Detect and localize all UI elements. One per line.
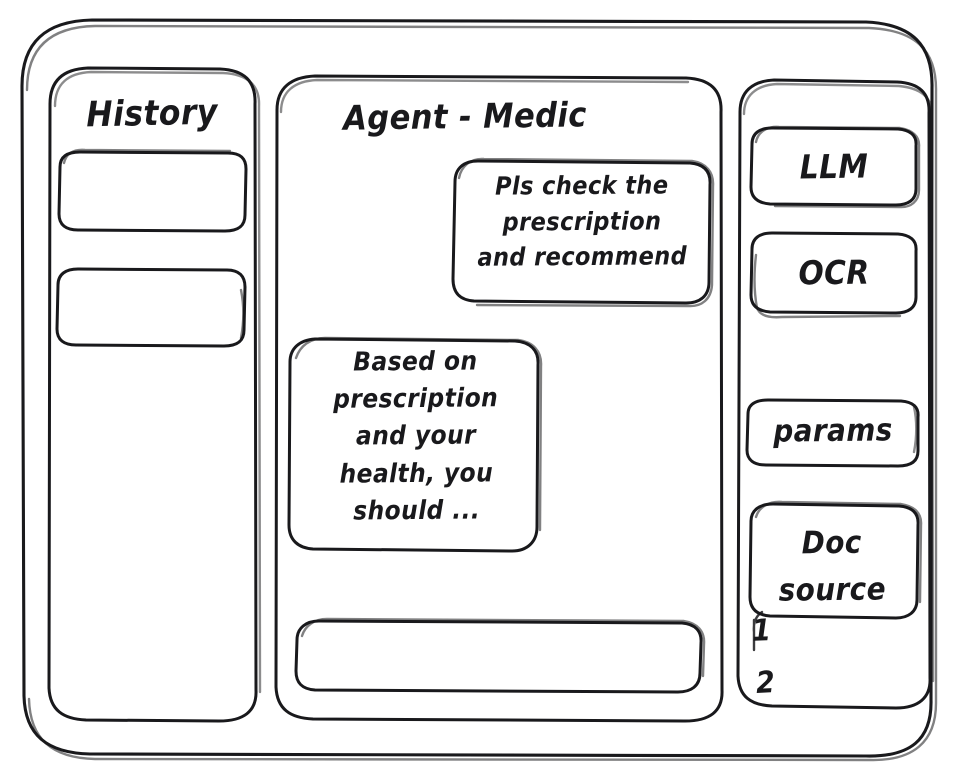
doc-source-item-2[interactable]: 2: [755, 665, 777, 702]
doc-source-outline: [748, 500, 923, 652]
history-panel-title: History: [85, 92, 219, 136]
history-item-1[interactable]: [59, 152, 246, 231]
composer-input[interactable]: [296, 621, 702, 692]
ocr-button[interactable]: [751, 233, 917, 313]
agent-message-text: Based on prescription and your health, y…: [333, 346, 499, 527]
params-button[interactable]: [747, 400, 919, 466]
agent-panel-title: Agent - Medic: [342, 95, 588, 139]
history-panel-outline: [47, 66, 262, 723]
agent-panel-outline: [274, 74, 724, 723]
agent-message-outline: [287, 336, 543, 553]
llm-button[interactable]: [751, 128, 917, 205]
llm-button-outline: [749, 125, 921, 209]
user-message-text: Pls check the prescription and recommend: [477, 170, 688, 272]
doc-source-button[interactable]: [750, 504, 919, 618]
doc-source-item-1[interactable]: 1: [751, 613, 772, 649]
composer-outline: [294, 617, 706, 694]
history-item-1-outline: [57, 148, 248, 233]
history-item-2-outline: [55, 267, 247, 348]
ocr-button-outline: [749, 231, 918, 319]
user-message-outline: [451, 157, 715, 308]
params-button-outline: [745, 398, 920, 468]
tools-panel-outline: [736, 78, 935, 710]
history-item-2[interactable]: [57, 269, 245, 346]
